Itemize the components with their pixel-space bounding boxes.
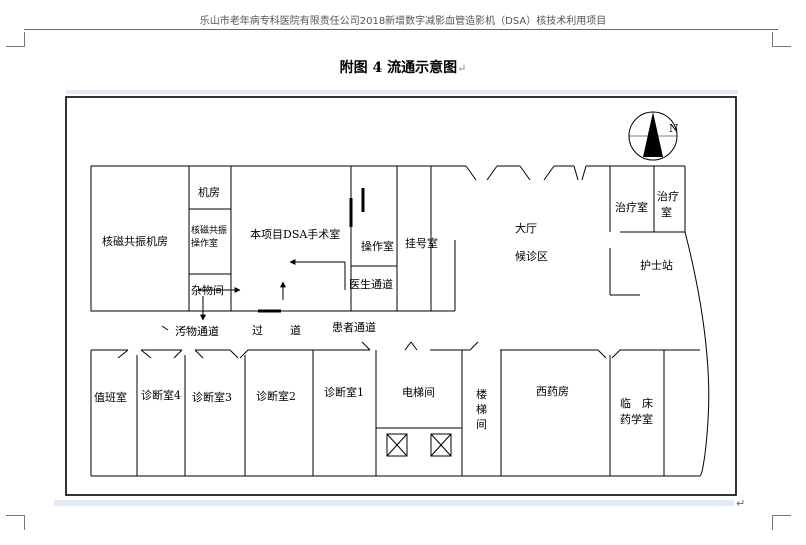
room-label-corridor-2: 道: [290, 323, 301, 337]
room-label-clinic-2: 诊断室2: [256, 389, 296, 403]
room-label-stairs-1: 楼: [476, 387, 487, 401]
room-label-clinic-3: 诊断室3: [192, 390, 232, 404]
room-label-clinic-1: 诊断室1: [324, 385, 364, 399]
room-label-doctor-passage: 医生通道: [349, 277, 393, 291]
figure-title: 附图 4 流通示意图↵: [0, 57, 806, 77]
figure-shade-top: [66, 90, 738, 94]
room-label-treatment-2-line2: 室: [661, 205, 672, 219]
room-label-hall: 大厅: [515, 221, 537, 235]
shield-wall-marks: [258, 188, 365, 313]
room-label-storage: 杂物间: [191, 283, 224, 297]
end-paragraph-mark: ↵: [736, 497, 746, 510]
room-label-pharmacy: 西药房: [536, 385, 569, 398]
room-label-stairs-2: 梯: [476, 403, 487, 416]
room-label-machine-room: 机房: [198, 185, 220, 199]
figure-shade-bottom: [54, 500, 734, 506]
room-label-nurse-station: 护士站: [640, 258, 673, 272]
room-label-mri-room: 核磁共振机房: [102, 234, 168, 248]
room-label-stairs-3: 间: [476, 418, 487, 431]
figure-frame: [65, 96, 737, 496]
room-label-clinic-4: 诊断室4: [141, 388, 181, 402]
room-label-registration: 挂号室: [405, 236, 438, 250]
room-label-mri-control-2: 操作室: [191, 237, 218, 249]
compass-icon: [628, 111, 678, 161]
compass-north-label: N: [669, 122, 679, 135]
crop-mark-top-left: [6, 32, 25, 47]
room-label-corridor-1: 过: [252, 324, 263, 337]
crop-mark-bottom-right: [772, 515, 791, 530]
document-running-header: 乐山市老年病专科医院有限责任公司2018新增数字减影血管造影机（DSA）核技术利…: [199, 16, 607, 27]
paragraph-mark: ↵: [457, 62, 467, 75]
room-label-waiting-area: 候诊区: [515, 249, 548, 263]
room-label-patient-passage: 患者通道: [332, 320, 376, 334]
room-label-treatment-2: 治疗: [657, 189, 679, 203]
room-label-treatment-1: 治疗室: [615, 200, 648, 214]
header-rule: [24, 29, 778, 30]
room-label-mri-control: 核磁共振: [191, 224, 227, 236]
crop-mark-bottom-left: [6, 515, 25, 530]
room-label-clinical-pharmacy-2: 药学室: [620, 412, 653, 426]
figure-title-text: 附图 4 流通示意图: [339, 60, 458, 76]
elevator-cars-icon: [386, 433, 452, 457]
crop-mark-top-right: [772, 32, 791, 47]
walls: [90, 165, 710, 477]
flow-arrows: [198, 259, 346, 321]
room-label-elevator: 电梯间: [402, 386, 435, 399]
room-label-duty-room: 值班室: [94, 390, 127, 404]
room-label-dirty-passage: 污物通道: [175, 324, 219, 338]
room-label-dsa-room: 本项目DSA手术室: [250, 227, 340, 241]
room-label-control-room: 操作室: [361, 239, 394, 253]
door-swings: [117, 165, 621, 359]
room-label-clinical-pharmacy: 临 床: [620, 396, 653, 410]
